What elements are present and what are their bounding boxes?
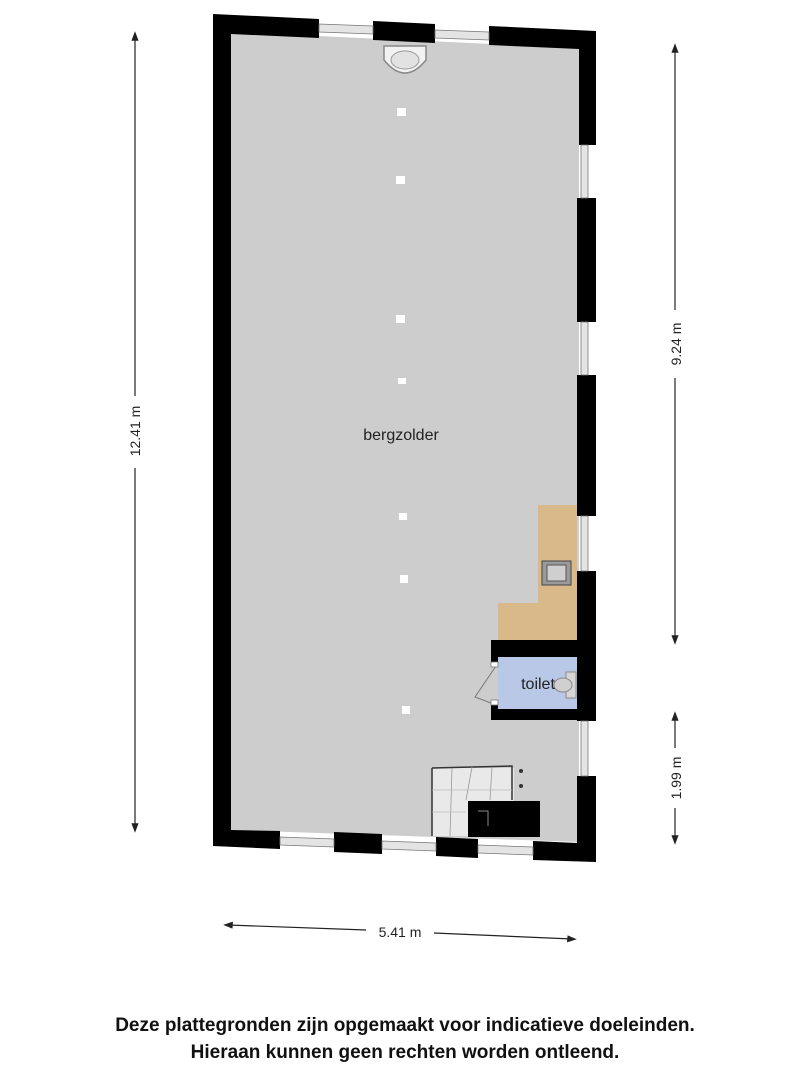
- dimension-lower-right: 1.99 m: [668, 711, 684, 845]
- dimension-total-height: 12.41 m: [127, 31, 143, 833]
- dimension-upper-right: 9.24 m: [668, 43, 684, 645]
- dimension-width: 5.41 m: [223, 921, 577, 943]
- toilet-icon: [553, 671, 577, 699]
- disclaimer-line-1: Deze plattegronden zijn opgemaakt voor i…: [115, 1015, 695, 1036]
- dimension-label-lower-right: 1.99 m: [668, 757, 684, 800]
- windows: [279, 23, 589, 856]
- floor-bergzolder: [231, 32, 579, 842]
- room-label-toilet: toilet: [521, 676, 555, 693]
- staircase: [431, 765, 540, 837]
- walls: [213, 14, 596, 862]
- dimension-label-upper-right: 9.24 m: [668, 323, 684, 366]
- kitchen-counter: [498, 505, 577, 640]
- dimension-label-total-height: 12.41 m: [127, 406, 143, 457]
- room-label-bergzolder: bergzolder: [363, 427, 439, 444]
- dimension-label-width: 5.41 m: [379, 924, 422, 940]
- washbasin-icon: [383, 45, 427, 74]
- sink-icon: [541, 560, 572, 586]
- disclaimer-line-2: Hieraan kunnen geen rechten worden ontle…: [190, 1042, 620, 1063]
- toilet-room: [474, 640, 578, 720]
- ceiling-lights: [396, 108, 410, 714]
